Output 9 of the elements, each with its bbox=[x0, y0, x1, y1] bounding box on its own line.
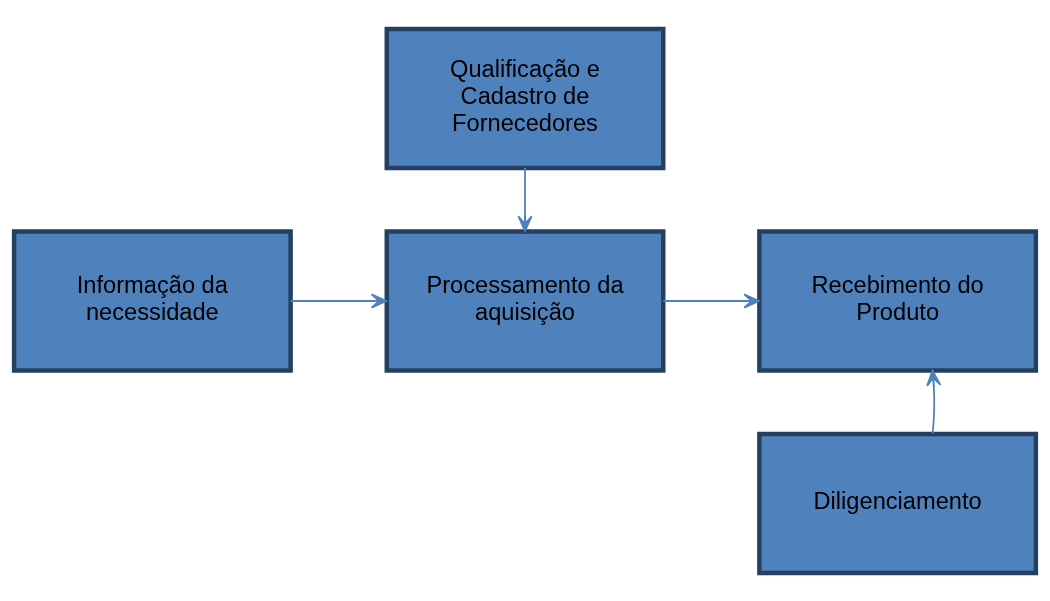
node-box: Qualificação e Cadastro de Fornecedores bbox=[384, 26, 666, 170]
arrow bbox=[926, 369, 942, 434]
node-box: Diligenciamento bbox=[757, 431, 1039, 575]
arrow bbox=[517, 166, 533, 232]
node-box: Informação da necessidade bbox=[11, 228, 293, 373]
node-box: Processamento da aquisição bbox=[384, 228, 666, 373]
node-box: Recebimento do Produto bbox=[757, 228, 1039, 373]
arrow bbox=[289, 292, 388, 309]
arrow bbox=[662, 292, 760, 309]
